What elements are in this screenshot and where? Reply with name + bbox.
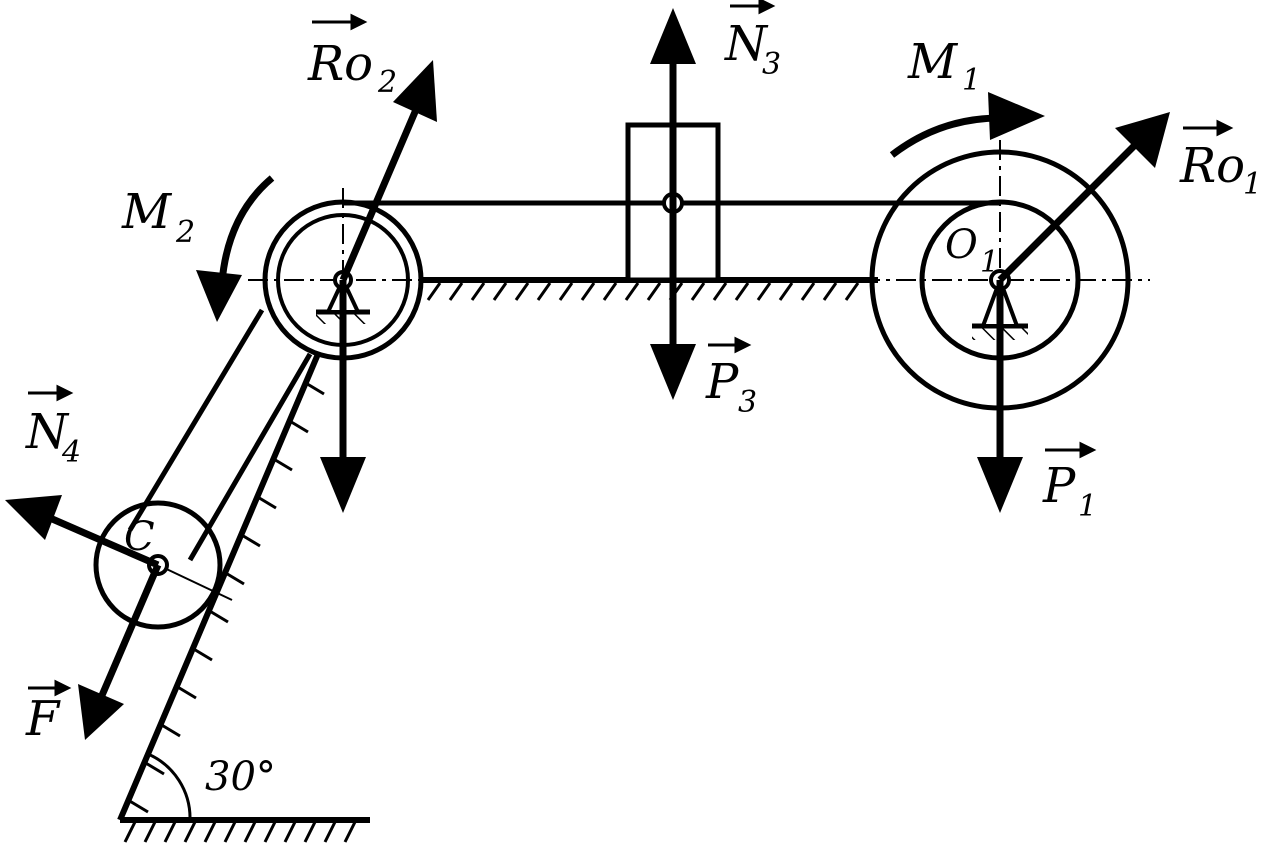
- svg-text:N: N: [25, 404, 70, 460]
- angle-arc: [147, 752, 192, 821]
- label-ro1: Ro 1: [1179, 138, 1262, 202]
- force-p3-arrow: [650, 203, 696, 400]
- force-n3-arrow: [650, 8, 696, 203]
- label-ro2: Ro 2: [307, 36, 397, 100]
- label-n4: N 4: [25, 404, 81, 470]
- label-p1: P 1: [1042, 458, 1097, 524]
- svg-text:O: O: [945, 222, 978, 268]
- svg-text:P: P: [705, 354, 739, 410]
- force-p1-arrow: [977, 280, 1023, 513]
- bottom-ground: [120, 817, 370, 843]
- svg-text:3: 3: [762, 47, 781, 82]
- inclined-plane: [117, 352, 325, 822]
- svg-text:1: 1: [1243, 167, 1262, 202]
- svg-text:3: 3: [738, 385, 757, 420]
- svg-text:1: 1: [980, 245, 999, 280]
- label-angle: 30°: [205, 754, 276, 800]
- svg-text:2: 2: [175, 215, 195, 250]
- label-m2: M 2: [121, 184, 195, 250]
- horizontal-ground: [420, 277, 878, 301]
- force-f-arrow: [78, 563, 162, 740]
- label-n3: N 3: [724, 16, 781, 82]
- svg-text:N: N: [724, 16, 769, 72]
- svg-text:M: M: [907, 34, 959, 90]
- svg-text:2: 2: [377, 65, 397, 100]
- moment-m2-arrow: [196, 175, 275, 322]
- vector-overbars: [28, 0, 1234, 697]
- label-c: C: [124, 514, 155, 560]
- svg-text:4: 4: [61, 435, 81, 470]
- svg-text:P: P: [1042, 458, 1076, 514]
- force-n4-arrow: [5, 495, 160, 569]
- label-p3: P 3: [705, 354, 757, 420]
- svg-text:Ro: Ro: [307, 36, 373, 92]
- pulley-o2: [248, 188, 424, 361]
- label-o1: O 1: [945, 222, 999, 280]
- force-ro2-arrow: [339, 60, 437, 282]
- svg-text:1: 1: [1078, 489, 1097, 524]
- force-ro1-arrow: [997, 112, 1170, 283]
- svg-text:M: M: [121, 184, 173, 240]
- force-o2-weight-arrow: [320, 280, 366, 513]
- svg-text:Ro: Ro: [1179, 138, 1245, 194]
- moment-m1-arrow: [889, 92, 1045, 158]
- svg-text:1: 1: [962, 63, 981, 98]
- rope: [127, 200, 1000, 562]
- label-f: F: [25, 691, 61, 747]
- label-m1: M 1: [907, 34, 981, 98]
